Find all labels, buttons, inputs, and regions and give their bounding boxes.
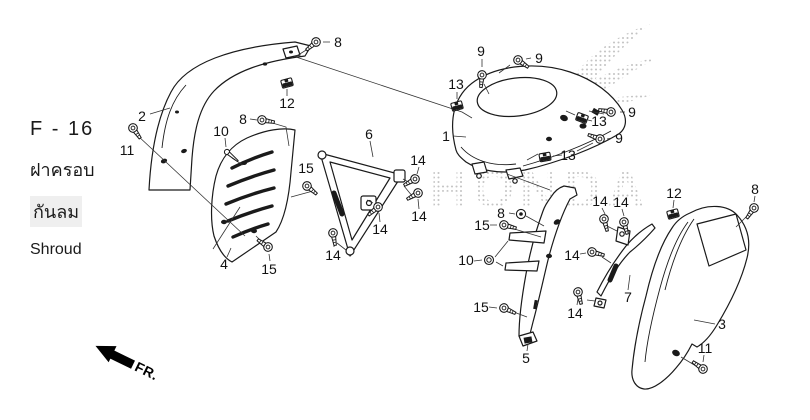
part-callout-10: 10	[458, 252, 474, 268]
part-callout-1: 1	[442, 128, 450, 144]
part-callout-4: 4	[220, 256, 228, 272]
part-3-shroud-lower-right	[631, 205, 750, 390]
part-callout-13: 13	[560, 147, 576, 163]
part-name-english: Shroud	[30, 241, 82, 258]
part-callout-11: 11	[697, 340, 713, 356]
part-callout-5: 5	[522, 350, 530, 366]
part-callout-14: 14	[410, 152, 426, 168]
part-callout-3: 3	[718, 316, 726, 332]
part-callout-13: 13	[448, 76, 464, 92]
part-callout-14: 14	[325, 247, 341, 263]
part-callout-8: 8	[751, 181, 759, 197]
part-2-shroud-upper-left	[148, 41, 312, 191]
part-callout-13: 13	[591, 113, 607, 129]
part-callout-15: 15	[473, 299, 489, 315]
part-4-louver-panel	[210, 128, 296, 263]
part-callout-6: 6	[365, 126, 373, 142]
part-callout-8: 8	[497, 205, 505, 221]
part-callout-14: 14	[592, 193, 608, 209]
part-callout-8: 8	[334, 34, 342, 50]
part-callout-14: 14	[411, 208, 427, 224]
part-callout-8: 8	[239, 111, 247, 127]
part-callout-15: 15	[261, 261, 277, 277]
leader-lines	[136, 41, 756, 367]
part-name-thai-line1: ฝาครอบ	[30, 160, 95, 180]
part-callout-9: 9	[628, 104, 636, 120]
part-callout-11: 11	[119, 142, 135, 158]
part-callout-10: 10	[213, 123, 229, 139]
part-callout-7: 7	[624, 289, 632, 305]
title-block: F - 16 ฝาครอบ กันลม Shroud	[30, 118, 95, 259]
part-1-tank-cover	[452, 65, 627, 184]
part-name-thai-line2: กันลม	[30, 196, 83, 227]
part-callout-15: 15	[298, 160, 314, 176]
part-callout-12: 12	[666, 185, 682, 201]
section-code: F - 16	[30, 118, 95, 140]
watermark-text: HONDA	[430, 161, 651, 219]
part-callout-9: 9	[535, 50, 543, 66]
part-callout-9: 9	[477, 43, 485, 59]
part-callout-14: 14	[567, 305, 583, 321]
part-callout-2: 2	[138, 108, 146, 124]
part-callout-12: 12	[279, 95, 295, 111]
part-6-front-stay	[317, 150, 406, 257]
part-7-inner-stay	[593, 223, 656, 309]
part-callout-14: 14	[372, 221, 388, 237]
part-callout-9: 9	[615, 130, 623, 146]
part-callout-14: 14	[564, 247, 580, 263]
part-callout-14: 14	[613, 194, 629, 210]
part-5-center-bracket	[504, 185, 578, 347]
part-callout-15: 15	[474, 217, 490, 233]
